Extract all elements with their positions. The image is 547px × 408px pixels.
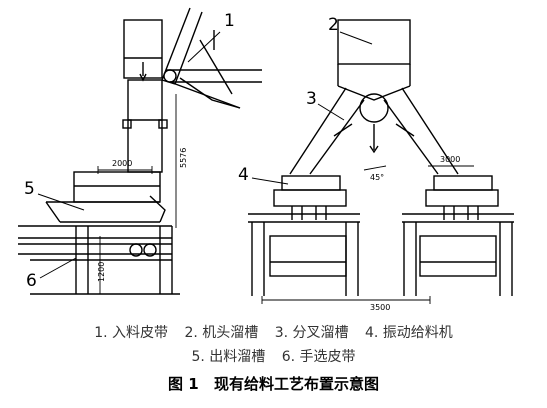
legend-item-3: 3. 分叉溜槽 (274, 325, 349, 341)
dimension-lines (97, 94, 474, 304)
callout-4: 4 (238, 165, 249, 185)
dim-angle: 45° (370, 173, 384, 182)
legend-item-4: 4. 振动给料机 (364, 325, 453, 341)
figure-title: 现有给料工艺布置示意图 (213, 375, 379, 393)
legend-line-2: 5. 出料溜槽 6. 手选皮带 (0, 346, 547, 366)
left-support-frame (18, 225, 180, 295)
incoming-belt (161, 7, 262, 109)
left-head-chute (123, 19, 163, 82)
callout-3: 3 (306, 89, 317, 109)
legend-item-2: 2. 机头溜槽 (184, 325, 259, 341)
legend-item-5: 5. 出料溜槽 (191, 349, 266, 365)
right-support-frames (248, 213, 514, 296)
callout-5: 5 (24, 179, 35, 199)
dim-height-bottom: 1200 (97, 262, 106, 282)
dim-width-left: 2000 (112, 159, 132, 168)
callout-leaders (37, 31, 373, 279)
dim-height-vertical: 5576 (179, 148, 188, 168)
left-discharge-chute (45, 171, 166, 223)
callout-2: 2 (328, 15, 339, 35)
hand-picking-belt (18, 243, 172, 261)
vibrating-feeder-right (425, 175, 499, 220)
callout-1: 1 (224, 11, 235, 31)
legend-item-6: 6. 手选皮带 (281, 349, 356, 365)
process-layout-drawing: 1 2 3 4 5 6 2000 5576 1200 3000 3500 45° (18, 7, 514, 312)
callout-6: 6 (26, 271, 37, 291)
legend-line-1: 1. 入料皮带 2. 机头溜槽 3. 分叉溜槽 4. 振动给料机 (0, 322, 547, 342)
dim-width-right: 3000 (440, 155, 460, 164)
right-head-chute (337, 19, 411, 101)
legend-item-1: 1. 入料皮带 (94, 325, 168, 341)
figure-caption: 图 1 现有给料工艺布置示意图 (0, 373, 547, 394)
figure-number: 图 1 (168, 375, 199, 393)
dim-span-bottom: 3500 (370, 303, 390, 312)
bifurcated-chute (289, 87, 459, 175)
